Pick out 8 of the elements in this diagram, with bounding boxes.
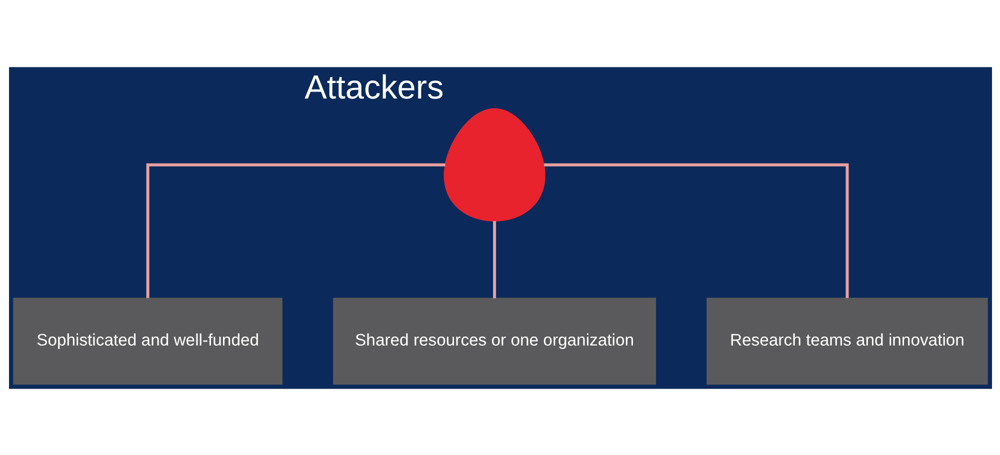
node-box: Shared resources or one organization <box>332 297 656 384</box>
node-box: Research teams and innovation <box>706 297 988 384</box>
connector <box>492 220 496 298</box>
connector <box>543 162 848 298</box>
node-person <box>443 108 545 221</box>
node-label: Attackers <box>304 69 444 106</box>
connector <box>146 162 445 298</box>
node-box: Sophisticated and well-funded <box>12 297 282 384</box>
